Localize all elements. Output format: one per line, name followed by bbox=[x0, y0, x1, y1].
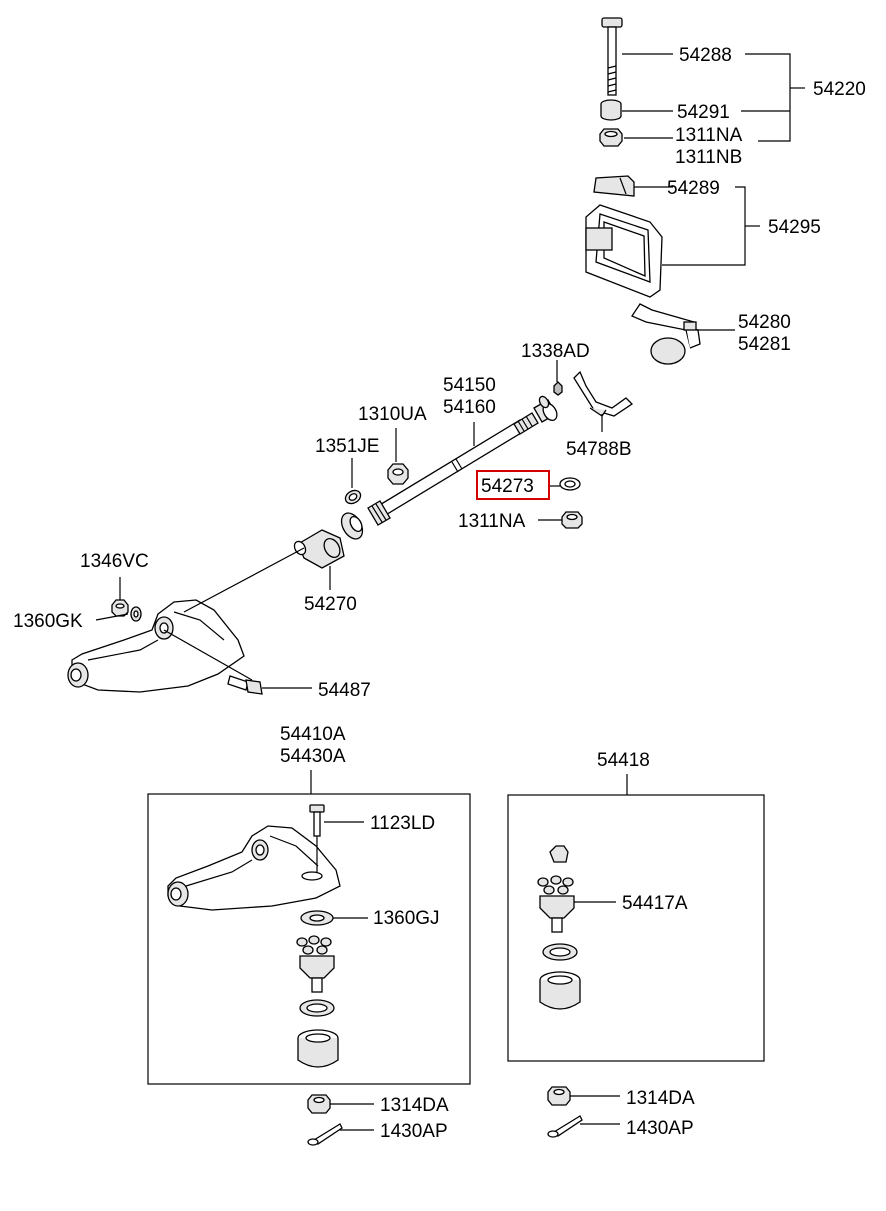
bushing-54291[interactable] bbox=[600, 99, 622, 121]
grease-fitting[interactable] bbox=[549, 845, 569, 863]
arm-assembly-top[interactable] bbox=[67, 599, 245, 693]
bolt-54288[interactable] bbox=[601, 17, 623, 96]
label-1310UA[interactable]: 1310UA bbox=[358, 404, 427, 425]
clamp-54788B[interactable] bbox=[573, 370, 634, 417]
upper-arm-54410A[interactable] bbox=[167, 825, 341, 911]
label-54418[interactable]: 54418 bbox=[597, 750, 650, 771]
washer-54273[interactable] bbox=[559, 477, 581, 491]
bolt-1123LD[interactable] bbox=[309, 804, 325, 837]
label-54220[interactable]: 54220 bbox=[813, 79, 866, 100]
label-54487[interactable]: 54487 bbox=[318, 680, 371, 701]
bolt-54487[interactable] bbox=[227, 675, 263, 695]
label-1346VC[interactable]: 1346VC bbox=[80, 551, 149, 572]
washer-1351JE[interactable] bbox=[343, 488, 363, 506]
label-54417A[interactable]: 54417A bbox=[622, 893, 688, 914]
label-1338AD[interactable]: 1338AD bbox=[521, 341, 590, 362]
bracket-54295[interactable] bbox=[585, 204, 663, 298]
label-1314DA-right[interactable]: 1314DA bbox=[626, 1088, 695, 1109]
label-54430A[interactable]: 54430A bbox=[280, 746, 346, 767]
label-1430AP-right[interactable]: 1430AP bbox=[626, 1118, 694, 1139]
label-1351JE[interactable]: 1351JE bbox=[315, 436, 379, 457]
nut-1314DA-left[interactable] bbox=[307, 1094, 331, 1114]
cap-54289[interactable] bbox=[593, 175, 635, 197]
highlight-54273 bbox=[476, 470, 550, 500]
label-54281[interactable]: 54281 bbox=[738, 334, 791, 355]
washer-1360GJ[interactable] bbox=[300, 910, 334, 926]
ball-joint-54417A[interactable] bbox=[537, 875, 575, 933]
label-54160[interactable]: 54160 bbox=[443, 397, 496, 418]
bushing-54150-end[interactable] bbox=[533, 395, 560, 423]
label-1311NA-mid[interactable]: 1311NA bbox=[458, 511, 526, 532]
cotter-pin-1430AP-right[interactable] bbox=[547, 1115, 583, 1138]
label-54289[interactable]: 54289 bbox=[667, 178, 720, 199]
group-box-54418 bbox=[507, 794, 765, 1062]
seal-ring-right[interactable] bbox=[542, 943, 578, 961]
cotter-pin-1430AP-left[interactable] bbox=[307, 1123, 343, 1146]
label-1360GJ[interactable]: 1360GJ bbox=[373, 908, 440, 929]
label-54288[interactable]: 54288 bbox=[679, 45, 732, 66]
nut-1338AD[interactable] bbox=[553, 381, 563, 396]
group-box-54410A bbox=[147, 793, 471, 1085]
washer-flange[interactable] bbox=[337, 509, 367, 542]
label-54273[interactable]: 54273 bbox=[481, 476, 534, 497]
boot-right[interactable] bbox=[539, 971, 581, 1010]
label-54410A[interactable]: 54410A bbox=[280, 724, 346, 745]
bushing-54270[interactable] bbox=[292, 529, 345, 569]
label-54788B[interactable]: 54788B bbox=[566, 439, 632, 460]
label-1360GK[interactable]: 1360GK bbox=[13, 611, 83, 632]
nut-1310UA[interactable] bbox=[387, 463, 409, 485]
label-54150[interactable]: 54150 bbox=[443, 375, 496, 396]
ball-joint-left[interactable] bbox=[296, 935, 335, 993]
label-54291[interactable]: 54291 bbox=[677, 102, 730, 123]
washer-1360GK[interactable] bbox=[130, 606, 142, 622]
sleeve-inner[interactable] bbox=[367, 500, 391, 526]
label-1430AP-left[interactable]: 1430AP bbox=[380, 1121, 448, 1142]
label-1314DA-left[interactable]: 1314DA bbox=[380, 1095, 449, 1116]
nut-1311NA-mid[interactable] bbox=[561, 511, 583, 529]
nut-1346VC[interactable] bbox=[111, 599, 129, 617]
label-54270[interactable]: 54270 bbox=[304, 594, 357, 615]
label-1311NA-top[interactable]: 1311NA bbox=[675, 125, 743, 146]
label-54295[interactable]: 54295 bbox=[768, 217, 821, 238]
label-1123LD[interactable]: 1123LD bbox=[370, 813, 435, 834]
seal-ring-left[interactable] bbox=[299, 999, 335, 1017]
boot-left[interactable] bbox=[297, 1029, 339, 1068]
nut-1311NA-top[interactable] bbox=[599, 128, 623, 147]
nut-1314DA-right[interactable] bbox=[547, 1086, 571, 1106]
label-54280[interactable]: 54280 bbox=[738, 312, 791, 333]
bracket-54280[interactable] bbox=[631, 303, 701, 365]
label-1311NB[interactable]: 1311NB bbox=[675, 147, 742, 168]
